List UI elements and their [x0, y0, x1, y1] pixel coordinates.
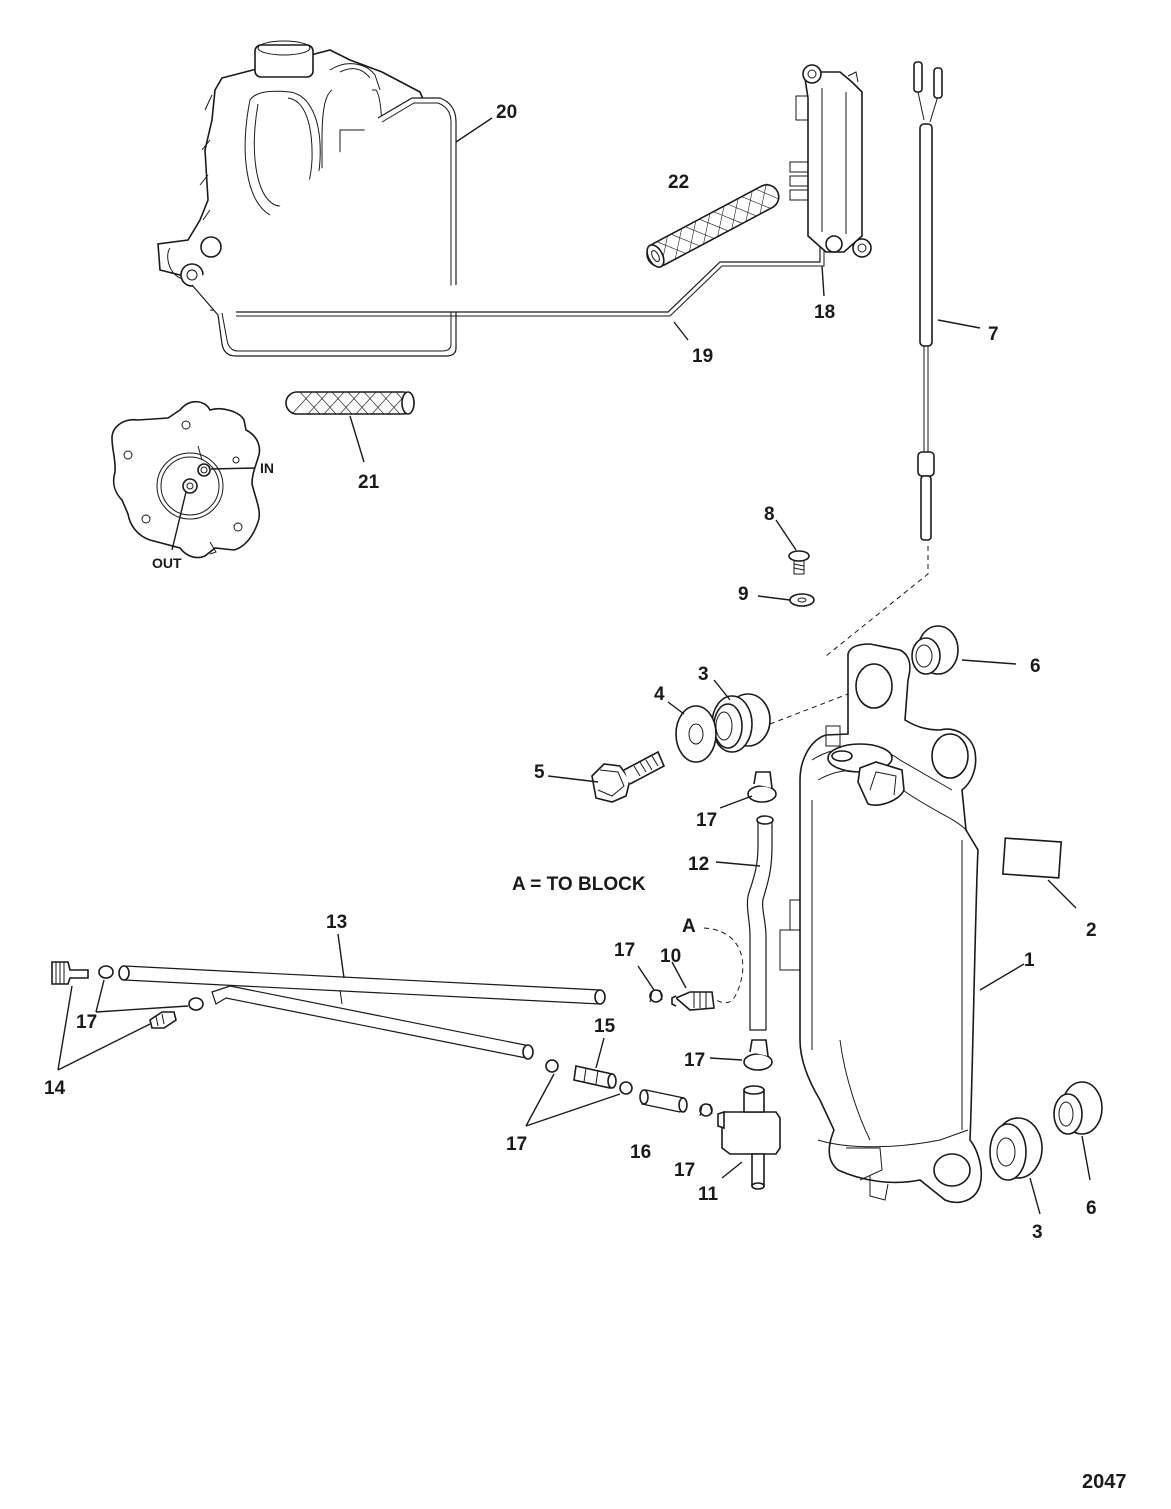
callout-21: 21 — [358, 472, 380, 493]
callout-14: 14 — [44, 1078, 66, 1099]
mesh-hose-22 — [646, 183, 780, 268]
callout-15: 15 — [594, 1016, 616, 1037]
fitting-15 — [573, 1037, 617, 1089]
clamp-17-mid — [709, 1039, 773, 1071]
callout-11: 11 — [698, 1184, 719, 1205]
screw-8 — [775, 519, 810, 575]
clamp-17-small-a — [637, 965, 663, 1003]
callout-16: 16 — [630, 1142, 651, 1163]
callout-13: 13 — [326, 912, 347, 933]
callout-12: 12 — [688, 854, 709, 875]
callout-3-bottom: 3 — [1032, 1222, 1043, 1243]
control-module-illustration — [789, 64, 872, 258]
fittings-14 — [51, 961, 177, 1071]
callout-22: 22 — [668, 172, 689, 193]
hose-12 — [715, 815, 774, 1031]
callout-17-mid: 17 — [684, 1050, 705, 1071]
clamp-17-upper — [719, 771, 777, 809]
mesh-hose-21 — [285, 391, 415, 463]
callout-17-a: 17 — [614, 940, 635, 961]
callout-17-upper: 17 — [696, 810, 717, 831]
callout-17-pair: 17 — [506, 1134, 527, 1155]
tube-16 — [639, 1089, 688, 1113]
main-body-1 — [779, 643, 1025, 1204]
note-to-block: A = TO BLOCK — [512, 874, 646, 895]
tee-fitting-11 — [717, 1085, 781, 1190]
callout-3-top: 3 — [698, 664, 709, 685]
callout-17-b: 17 — [674, 1160, 695, 1181]
callout-2: 2 — [1086, 920, 1097, 941]
grommet-6-top — [911, 625, 1017, 675]
clamp-17-pair — [525, 1059, 633, 1127]
tube-13 — [118, 933, 606, 1060]
callout-18: 18 — [814, 302, 835, 323]
callout-labels: 1 2 3 3 4 5 6 6 7 8 9 10 11 12 13 14 15 … — [44, 102, 1127, 1493]
fuel-pump-plate — [111, 400, 261, 559]
washer-4 — [667, 701, 717, 763]
fitting-10 — [671, 927, 744, 1011]
callout-20: 20 — [496, 102, 517, 123]
callout-6-bottom: 6 — [1086, 1198, 1097, 1219]
callout-17-left: 17 — [76, 1012, 97, 1033]
grommet-3-top — [711, 679, 849, 753]
callout-9: 9 — [738, 584, 749, 605]
callout-8: 8 — [764, 504, 775, 525]
callout-6-top: 6 — [1030, 656, 1041, 677]
clamp-17-left — [95, 965, 204, 1013]
callout-10: 10 — [660, 946, 681, 967]
callout-7: 7 — [988, 324, 999, 345]
callout-4: 4 — [654, 684, 665, 705]
hose-20 — [191, 97, 457, 357]
temperature-sensor-7 — [825, 61, 981, 657]
callout-19: 19 — [692, 346, 713, 367]
bolt-5 — [547, 750, 666, 803]
port-label-out: OUT — [152, 555, 182, 571]
figure-id: 2047 — [1082, 1471, 1127, 1493]
connection-marker-a: A — [682, 916, 696, 937]
washer-9 — [757, 593, 815, 607]
port-label-in: IN — [260, 460, 274, 476]
callout-5: 5 — [534, 762, 545, 783]
grommet-6-bottom — [1053, 1081, 1103, 1181]
callout-1: 1 — [1024, 950, 1035, 971]
grommet-3-bottom — [989, 1117, 1043, 1215]
decal-2 — [1001, 837, 1077, 909]
clamp-17-small-b — [699, 1103, 713, 1117]
